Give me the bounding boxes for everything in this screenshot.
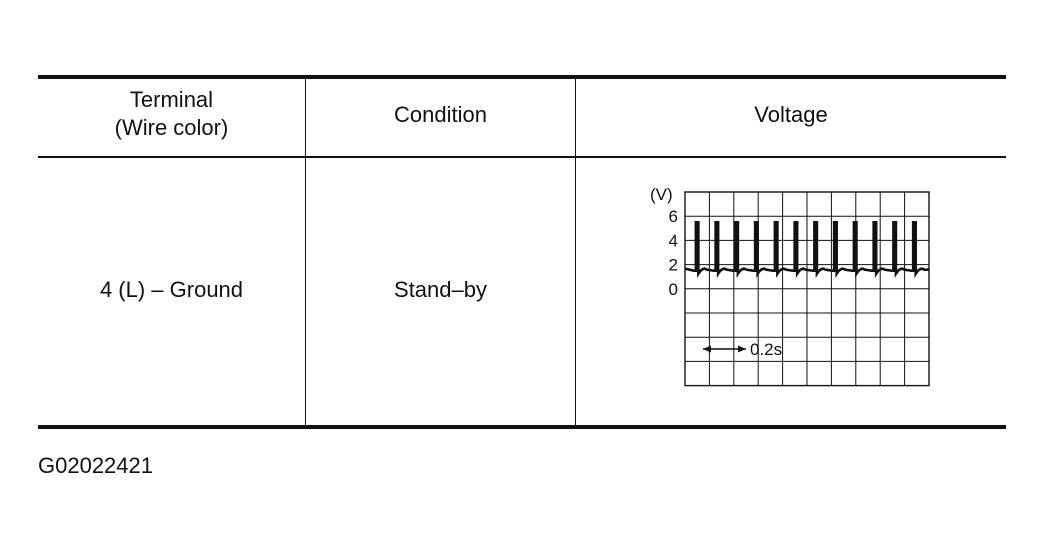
y-tick-label: 4 [669,231,678,250]
row-condition: Stand–by [394,277,487,302]
y-tick-label: 2 [669,256,678,275]
column-divider-2 [575,78,576,426]
figure-code: G02022421 [38,453,153,478]
column-divider-1 [305,78,306,426]
time-scale-indicator: 0.2s [703,340,782,359]
y-tick-label: 6 [669,207,678,226]
time-scale-arrow-left [703,345,711,353]
header-terminal-line1: Terminal [129,87,214,112]
oscilloscope-grid [684,191,930,387]
voltage-waveform: 6 4 2 0 (V) 0.2s [630,180,940,390]
header-terminal-line2: (Wire color) [114,115,229,140]
y-unit-label: (V) [650,185,673,204]
row-terminal: 4 (L) – Ground [99,277,244,302]
header-terminal: Terminal (Wire color) [38,86,305,142]
header-condition: Condition [394,102,487,127]
header-voltage: Voltage [754,102,828,127]
y-tick-label: 0 [669,280,678,299]
waveform-trace [684,220,929,279]
table-bottom-rule [38,425,1006,429]
time-scale-label: 0.2s [750,340,782,359]
oscilloscope-graph: 6 4 2 0 (V) 0.2s [650,185,930,387]
oscilloscope-y-ticks: 6 4 2 0 [669,207,678,299]
table-header-rule [38,156,1006,158]
time-scale-arrow-right [738,345,746,353]
table-top-rule [38,75,1006,79]
